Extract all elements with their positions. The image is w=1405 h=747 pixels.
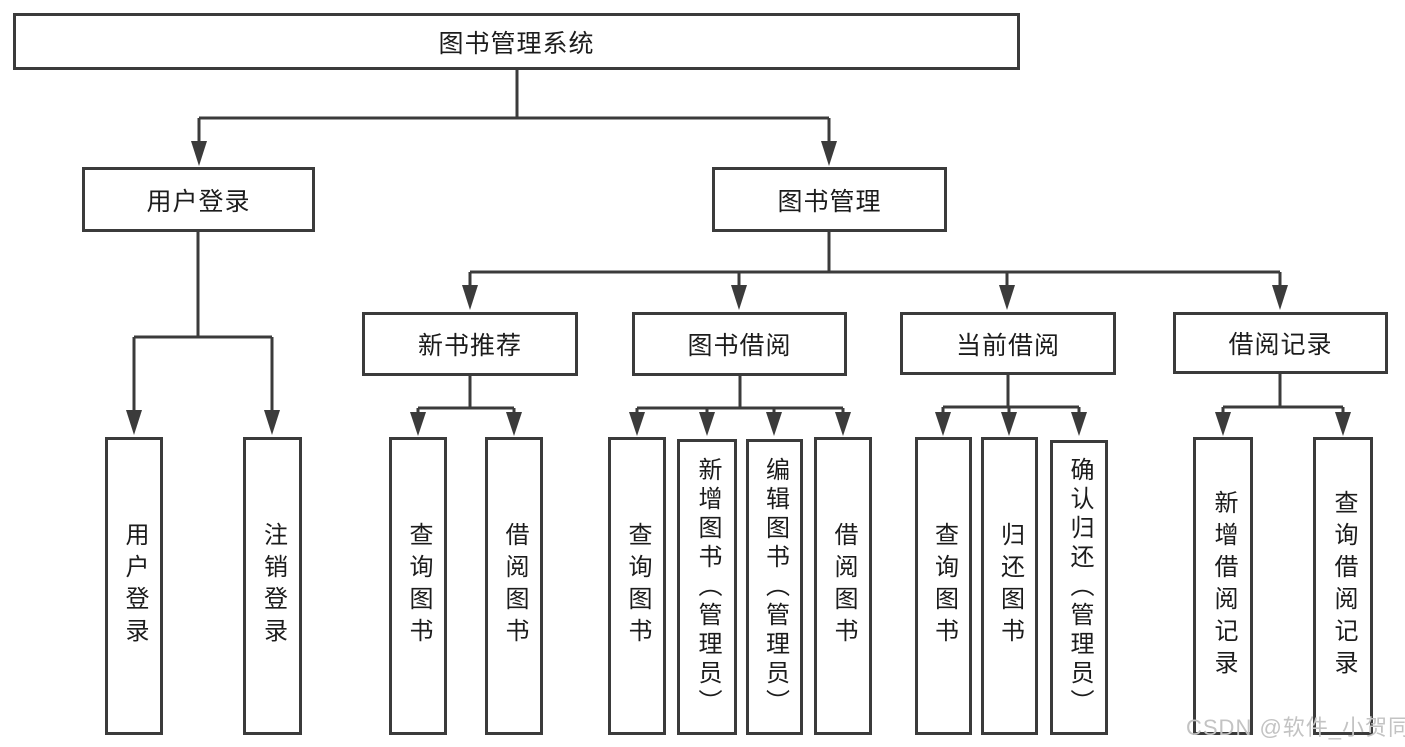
node-leaf-borrow-books-2: 借阅图书: [814, 437, 872, 735]
node-user-login: 用户登录: [82, 167, 315, 232]
leaf-label: 确认归还（管理员）: [1066, 457, 1093, 718]
leaf-label: 查询借阅记录: [1330, 490, 1357, 682]
node-borrow-records: 借阅记录: [1173, 312, 1388, 374]
node-leaf-logout: 注销登录: [243, 437, 302, 735]
node-leaf-query-books-2: 查询图书: [608, 437, 666, 735]
csdn-watermark: CSDN @软件_小贺同学: [1186, 715, 1405, 740]
node-library-system: 图书管理系统: [13, 13, 1020, 70]
connector-book-borrow-children: [635, 376, 845, 416]
connector-new-rec-children: [416, 376, 516, 416]
node-book-borrowing: 图书借阅: [632, 312, 847, 376]
leaf-label: 查询图书: [624, 522, 651, 650]
connector-user-login-children: [132, 232, 274, 414]
node-leaf-return-books: 归还图书: [981, 437, 1038, 735]
leaf-label: 查询图书: [405, 522, 432, 650]
node-leaf-query-books-3: 查询图书: [915, 437, 972, 735]
leaf-label: 注销登录: [259, 522, 287, 650]
node-book-management: 图书管理: [712, 167, 947, 232]
connector-curr-borrow-children: [941, 375, 1081, 416]
arrowheads: [126, 141, 1351, 436]
leaf-label: 归还图书: [996, 522, 1024, 650]
node-leaf-user-login: 用户登录: [105, 437, 163, 735]
leaf-label: 新增图书（管理员）: [694, 456, 721, 718]
leaf-label: 用户登录: [121, 522, 148, 650]
node-current-borrowing: 当前借阅: [900, 312, 1116, 375]
node-leaf-borrow-books-1: 借阅图书: [485, 437, 543, 735]
leaf-label: 查询图书: [930, 522, 958, 650]
connector-rec-hist-children: [1221, 374, 1345, 416]
node-leaf-add-borrow-record: 新增借阅记录: [1193, 437, 1253, 735]
leaf-label: 借阅图书: [830, 522, 857, 650]
node-leaf-add-books-admin: 新增图书（管理员）: [677, 439, 737, 735]
leaf-label: 编辑图书（管理员）: [761, 456, 789, 718]
connector-root-to-level2: [197, 70, 831, 146]
node-leaf-query-books-1: 查询图书: [389, 437, 447, 735]
leaf-label: 借阅图书: [501, 522, 528, 650]
node-leaf-confirm-return-admin: 确认归还（管理员）: [1050, 440, 1108, 735]
leaf-label: 新增借阅记录: [1210, 490, 1237, 682]
node-leaf-query-borrow-record: 查询借阅记录: [1313, 437, 1373, 735]
node-leaf-edit-books-admin: 编辑图书（管理员）: [746, 439, 803, 735]
node-new-book-recommend: 新书推荐: [362, 312, 578, 376]
connector-book-mgmt-children: [468, 232, 1282, 290]
